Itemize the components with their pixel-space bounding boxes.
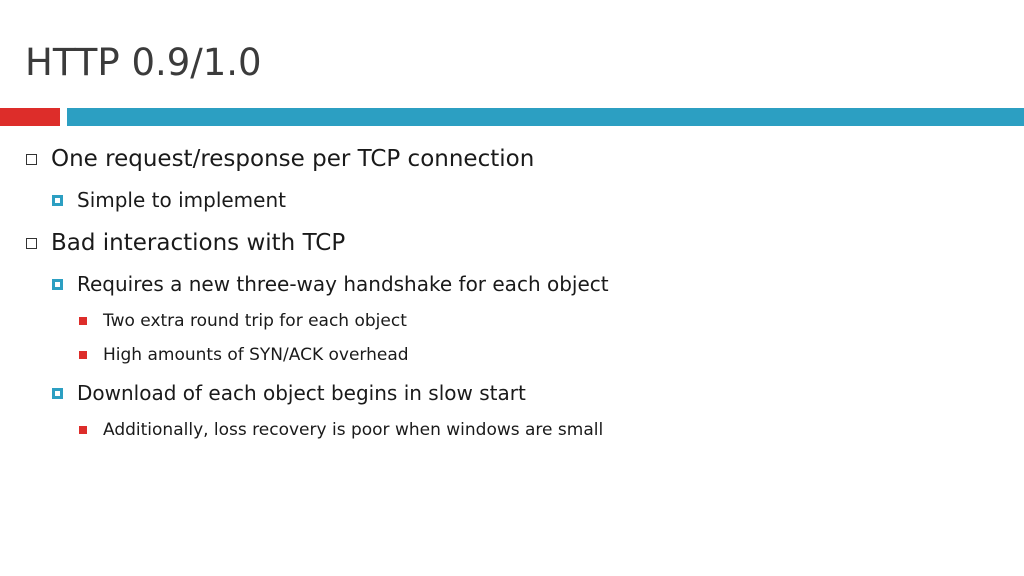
bullet-text: Simple to implement (77, 188, 286, 212)
bullet-text: Requires a new three-way handshake for e… (77, 272, 609, 296)
hollow-square-bullet-icon (26, 153, 37, 165)
bullet-item: Additionally, loss recovery is poor when… (79, 417, 603, 443)
bullet-text: Bad interactions with TCP (51, 230, 346, 256)
outlined-square-bullet-icon (52, 387, 63, 399)
hollow-square-bullet-icon (26, 237, 37, 249)
bullet-text: Download of each object begins in slow s… (77, 381, 526, 405)
title-accent-bar-red (0, 108, 60, 126)
bullet-item: One request/response per TCP connection (26, 143, 534, 175)
bullet-item: Bad interactions with TCP (26, 227, 345, 259)
slide-title: HTTP 0.9/1.0 (25, 41, 262, 84)
filled-square-bullet-icon (79, 426, 87, 434)
title-accent-bar-blue (67, 108, 1024, 126)
bullet-item: Two extra round trip for each object (79, 308, 407, 334)
bullet-item: Simple to implement (52, 185, 286, 215)
outlined-square-bullet-icon (52, 278, 63, 290)
bullet-item: Requires a new three-way handshake for e… (52, 269, 609, 299)
bullet-text: Additionally, loss recovery is poor when… (103, 420, 604, 440)
bullet-text: High amounts of SYN/ACK overhead (103, 345, 409, 365)
filled-square-bullet-icon (79, 351, 87, 359)
outlined-square-bullet-icon (52, 194, 63, 206)
bullet-text: One request/response per TCP connection (51, 146, 535, 172)
bullet-item: High amounts of SYN/ACK overhead (79, 342, 409, 368)
bullet-item: Download of each object begins in slow s… (52, 378, 526, 408)
filled-square-bullet-icon (79, 317, 87, 325)
bullet-text: Two extra round trip for each object (103, 311, 407, 331)
